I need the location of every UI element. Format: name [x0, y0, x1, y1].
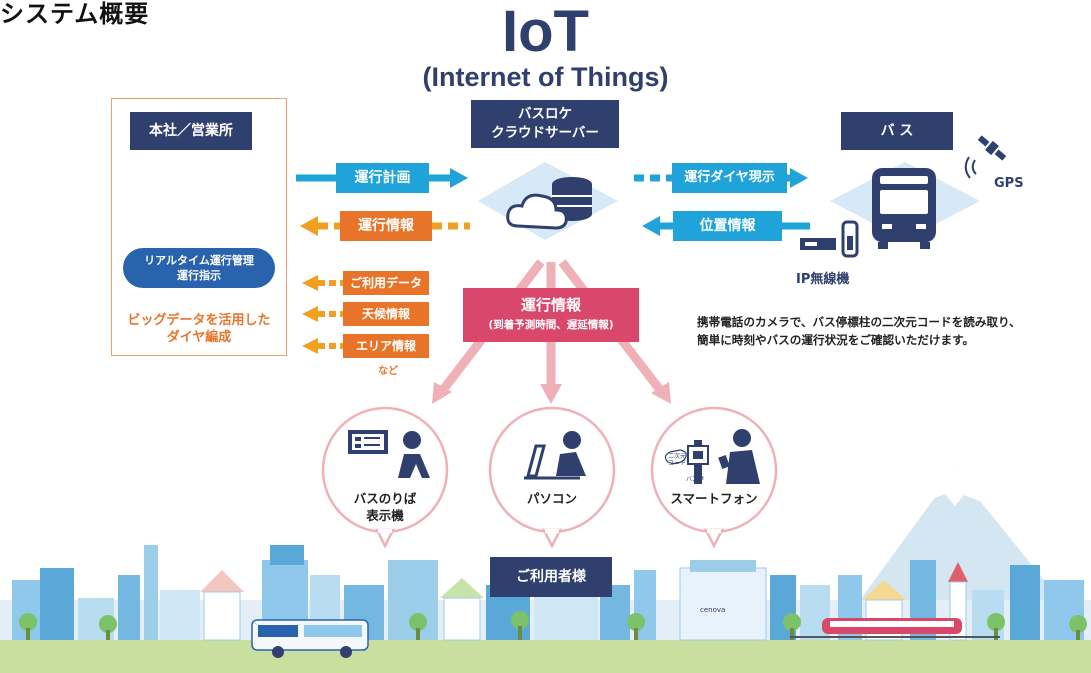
- pill-line-1: リアルタイム運行管理: [144, 254, 254, 267]
- cloud-title-line-2: クラウドサーバー: [491, 125, 599, 141]
- bigdata-caption: ビッグデータを活用した ダイヤ編成: [111, 312, 287, 346]
- position-arrowhead: [642, 216, 660, 236]
- arrival-info-title: 運行情報: [520, 296, 581, 314]
- bus-title: バ ス: [841, 112, 953, 150]
- office-title: 本社／営業所: [130, 112, 252, 150]
- computer-label: パソコン: [526, 491, 577, 506]
- display-board-line-1: バスのりば: [353, 491, 417, 506]
- cityscape-background: [0, 470, 1091, 673]
- bus-icon: [872, 168, 936, 249]
- qr-speech-icon: [664, 449, 687, 465]
- qr-note-line-1: 携帯電話のカメラで、バス停標柱の二次元コードを読み取り、: [697, 315, 1021, 329]
- display-board-label: バスのりば 表示機: [335, 490, 435, 524]
- page-title: システム概要: [0, 0, 150, 28]
- bigdata-line-2: ダイヤ編成: [166, 330, 232, 345]
- qr-note-line-2: 簡単に時刻やバスの運行状況をご確認いただけます。: [697, 333, 975, 347]
- data-tag-arrows: [302, 275, 343, 354]
- iot-title: IoT: [502, 0, 589, 64]
- iot-subtitle: (Internet of Things): [422, 62, 669, 92]
- etc-label: など: [378, 366, 398, 377]
- bubble-computer: [488, 406, 616, 549]
- bus-stop-text: バス停: [686, 476, 705, 483]
- timetable-arrowhead: [790, 168, 808, 188]
- smartphone-icon: [687, 429, 760, 484]
- qr-note: 携帯電話のカメラで、バス停標柱の二次元コードを読み取り、 簡単に時刻やバスの運行…: [697, 313, 1091, 349]
- station-sign: cenova: [700, 606, 726, 614]
- ip-radio-icon: [800, 220, 859, 258]
- plan-arrowhead: [450, 168, 468, 188]
- info-back-arrowhead: [300, 216, 318, 236]
- computer-icon: [524, 431, 586, 480]
- arrival-info-box: 運行情報 (到着予測時間、遅延情報): [463, 288, 639, 342]
- display-board-icon: [348, 430, 430, 478]
- weather-data-tag: 天候情報: [343, 302, 429, 326]
- realtime-management-pill: リアルタイム運行管理 運行指示: [123, 248, 275, 288]
- info-back-label: 運行情報: [358, 218, 414, 234]
- cloud-database-icon: [506, 177, 592, 230]
- timetable-label: 運行ダイヤ現示: [684, 170, 775, 185]
- pill-line-2: 運行指示: [177, 269, 221, 282]
- cloud-server-title: バスロケ クラウドサーバー: [471, 100, 619, 148]
- arrival-info-sub: (到着予測時間、遅延情報): [488, 319, 614, 331]
- satellite-icon: [977, 135, 1007, 161]
- train-icon: [790, 618, 1000, 638]
- area-data-tag: エリア情報: [343, 334, 429, 358]
- gps-label: GPS: [994, 176, 1024, 191]
- qr-code-text: 二次元 コード: [662, 453, 692, 467]
- position-label: 位置情報: [699, 218, 756, 234]
- cloud-title-line-1: バスロケ: [518, 106, 572, 122]
- city-bus-icon: [251, 619, 369, 658]
- plan-label: 運行計画: [354, 170, 411, 186]
- display-board-line-2: 表示機: [366, 508, 404, 523]
- usage-data-tag: ご利用データ: [343, 271, 429, 295]
- ip-radio-label: IP無線機: [796, 272, 850, 287]
- users-label: ご利用者様: [490, 557, 612, 597]
- signal-waves-icon: [971, 159, 977, 175]
- qr-line-1: 二次元: [667, 453, 686, 460]
- qr-line-2: コード: [667, 460, 686, 467]
- smartphone-label: スマートフォン: [670, 491, 758, 506]
- bigdata-line-1: ビッグデータを活用した: [127, 313, 271, 328]
